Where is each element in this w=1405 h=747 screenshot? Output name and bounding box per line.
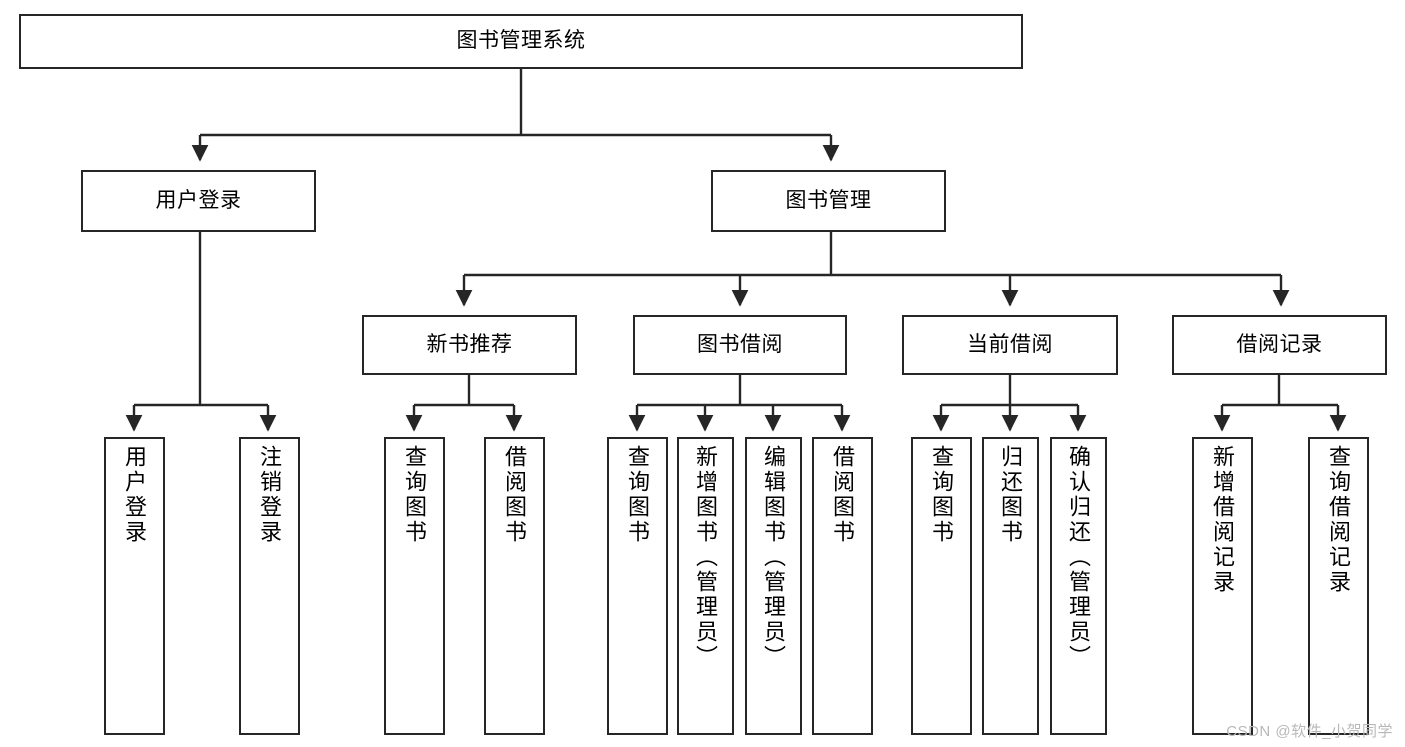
node-book-borrow[interactable]: 图书借阅 [633,315,847,375]
leaf-edit-book-label: 编辑图书（管理员） [761,445,787,670]
leaf-logout-label: 注销登录 [257,445,283,545]
node-book-management-label: 图书管理 [785,188,872,212]
leaf-user-login-label: 用户登录 [122,445,148,545]
leaf-borrow-book-new-label: 借阅图书 [502,445,528,545]
node-user-login-label: 用户登录 [155,188,242,212]
leaf-borrow-book[interactable]: 借阅图书 [812,437,873,735]
node-book-management[interactable]: 图书管理 [711,170,946,232]
node-user-login[interactable]: 用户登录 [81,170,316,232]
leaf-return-book[interactable]: 归还图书 [982,437,1039,735]
node-book-borrow-label: 图书借阅 [697,332,783,356]
leaf-borrow-book-new[interactable]: 借阅图书 [484,437,545,735]
node-new-book-recommend[interactable]: 新书推荐 [362,315,577,375]
leaf-user-login[interactable]: 用户登录 [104,437,165,735]
leaf-add-book-label: 新增图书（管理员） [693,445,719,670]
leaf-logout[interactable]: 注销登录 [239,437,300,735]
leaf-borrow-book-label: 借阅图书 [830,445,856,545]
csdn-watermark: CSDN @软件_小贺同学 [1226,723,1393,740]
leaf-add-borrow-record[interactable]: 新增借阅记录 [1192,437,1253,735]
node-root-label: 图书管理系统 [456,29,586,53]
leaf-query-book-current[interactable]: 查询图书 [911,437,972,735]
leaf-confirm-return-label: 确认归还（管理员） [1066,445,1092,670]
leaf-query-book-new-label: 查询图书 [402,445,428,545]
leaf-add-book[interactable]: 新增图书（管理员） [677,437,734,735]
leaf-add-borrow-record-label: 新增借阅记录 [1210,445,1236,595]
node-current-borrow-label: 当前借阅 [967,332,1053,356]
leaf-query-book-borrow[interactable]: 查询图书 [607,437,668,735]
leaf-confirm-return[interactable]: 确认归还（管理员） [1050,437,1107,735]
leaf-query-book-current-label: 查询图书 [929,445,955,545]
leaf-query-book-new[interactable]: 查询图书 [384,437,445,735]
node-root[interactable]: 图书管理系统 [19,14,1023,69]
leaf-edit-book[interactable]: 编辑图书（管理员） [745,437,802,735]
leaf-return-book-label: 归还图书 [998,445,1024,545]
node-borrow-record[interactable]: 借阅记录 [1172,315,1387,375]
node-borrow-record-label: 借阅记录 [1236,332,1323,356]
node-current-borrow[interactable]: 当前借阅 [902,315,1118,375]
leaf-query-book-borrow-label: 查询图书 [625,445,651,545]
leaf-query-borrow-record-label: 查询借阅记录 [1326,445,1352,595]
node-new-book-recommend-label: 新书推荐 [426,332,513,356]
leaf-query-borrow-record[interactable]: 查询借阅记录 [1308,437,1369,735]
